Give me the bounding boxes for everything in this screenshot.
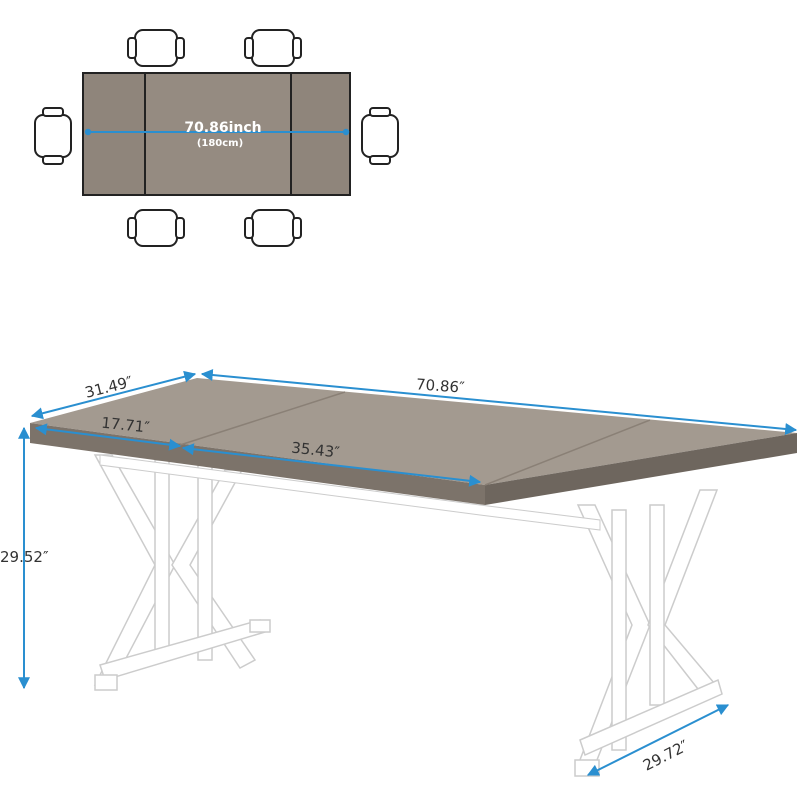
leg-base-label: 29.72″: [640, 736, 692, 774]
chair-icon: [127, 29, 185, 67]
height-label: 29.52″: [0, 548, 49, 566]
chair-icon: [34, 107, 72, 165]
length-label: 70.86″: [416, 375, 466, 396]
tabletop-top-view: [82, 72, 351, 196]
chair-icon: [127, 209, 185, 247]
chair-icon: [361, 107, 399, 165]
right-leg-frame: [574, 489, 723, 777]
left-leg-frame: [93, 454, 271, 691]
top-length-metric: (180cm): [197, 138, 243, 149]
chair-icon: [244, 29, 302, 67]
chair-icon: [244, 209, 302, 247]
half-length-label: 35.43″: [290, 439, 341, 462]
top-length-label: 70.86inch: [184, 120, 261, 136]
half-depth-label: 17.71″: [100, 414, 151, 437]
dimension-lines: [18, 369, 798, 776]
